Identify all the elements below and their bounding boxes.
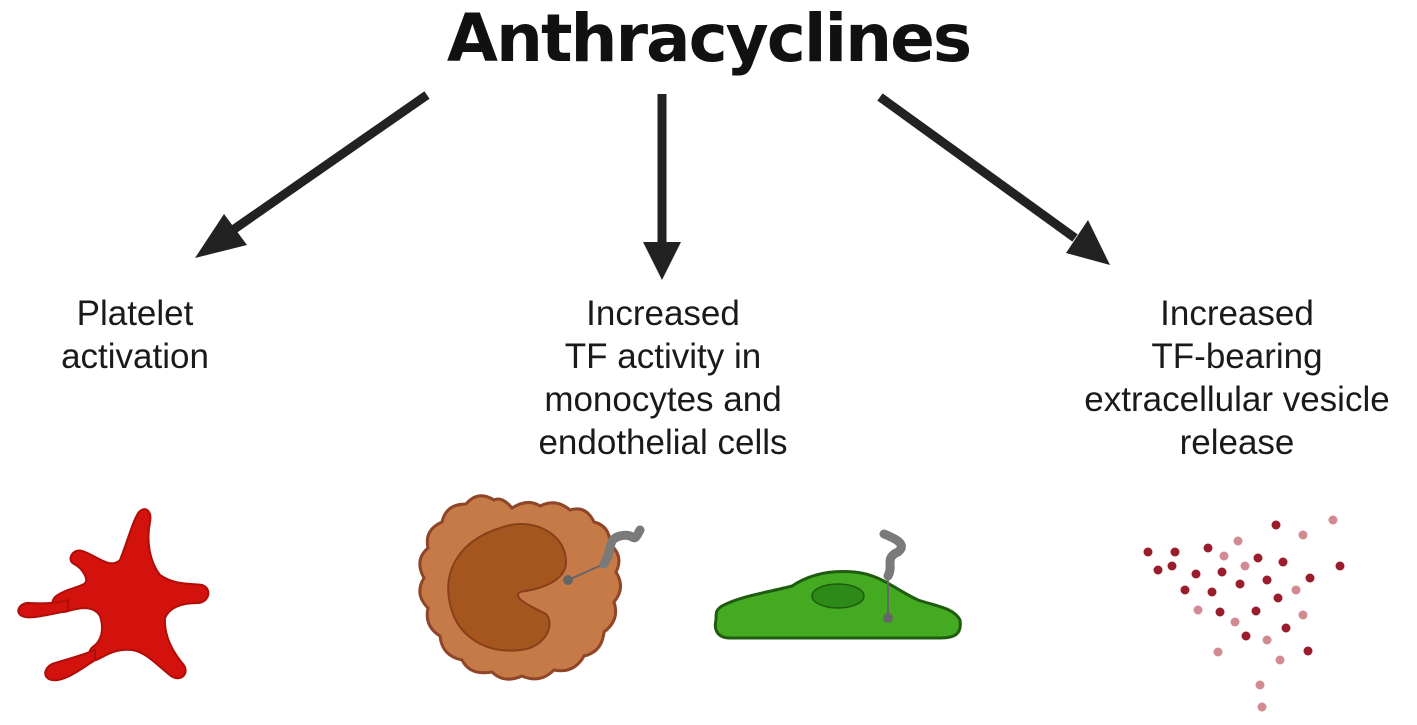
effect-label-line: TF-bearing	[1151, 337, 1323, 376]
effect-label-tf-activity: Increased TF activity in monocytes and e…	[493, 292, 833, 464]
effect-label-line: Increased	[1160, 294, 1314, 333]
effect-label-line: Increased	[586, 294, 740, 333]
effect-label-line: TF activity in	[564, 337, 762, 376]
arrow-to-monocyte	[643, 94, 681, 280]
diagram-title: Anthracyclines	[446, 0, 972, 77]
extracellular-vesicles-icon	[1143, 515, 1345, 712]
effect-label-line: Platelet	[76, 294, 194, 333]
effect-label-line: extracellular vesicle	[1084, 380, 1390, 419]
effect-label-platelet-activation: Platelet activation	[20, 292, 250, 378]
effect-label-line: release	[1179, 423, 1295, 462]
effect-label-vesicle-release: Increased TF-bearing extracellular vesic…	[1062, 292, 1412, 464]
arrow-to-vesicle	[877, 93, 1110, 265]
platelet-icon	[17, 508, 210, 682]
monocyte-icon	[418, 494, 645, 681]
effect-label-line: activation	[61, 337, 209, 376]
effect-label-line: monocytes and	[544, 380, 782, 419]
endothelial-cell-icon	[713, 529, 962, 640]
effect-label-line: endothelial cells	[538, 423, 788, 462]
arrow-to-platelet	[195, 91, 430, 258]
